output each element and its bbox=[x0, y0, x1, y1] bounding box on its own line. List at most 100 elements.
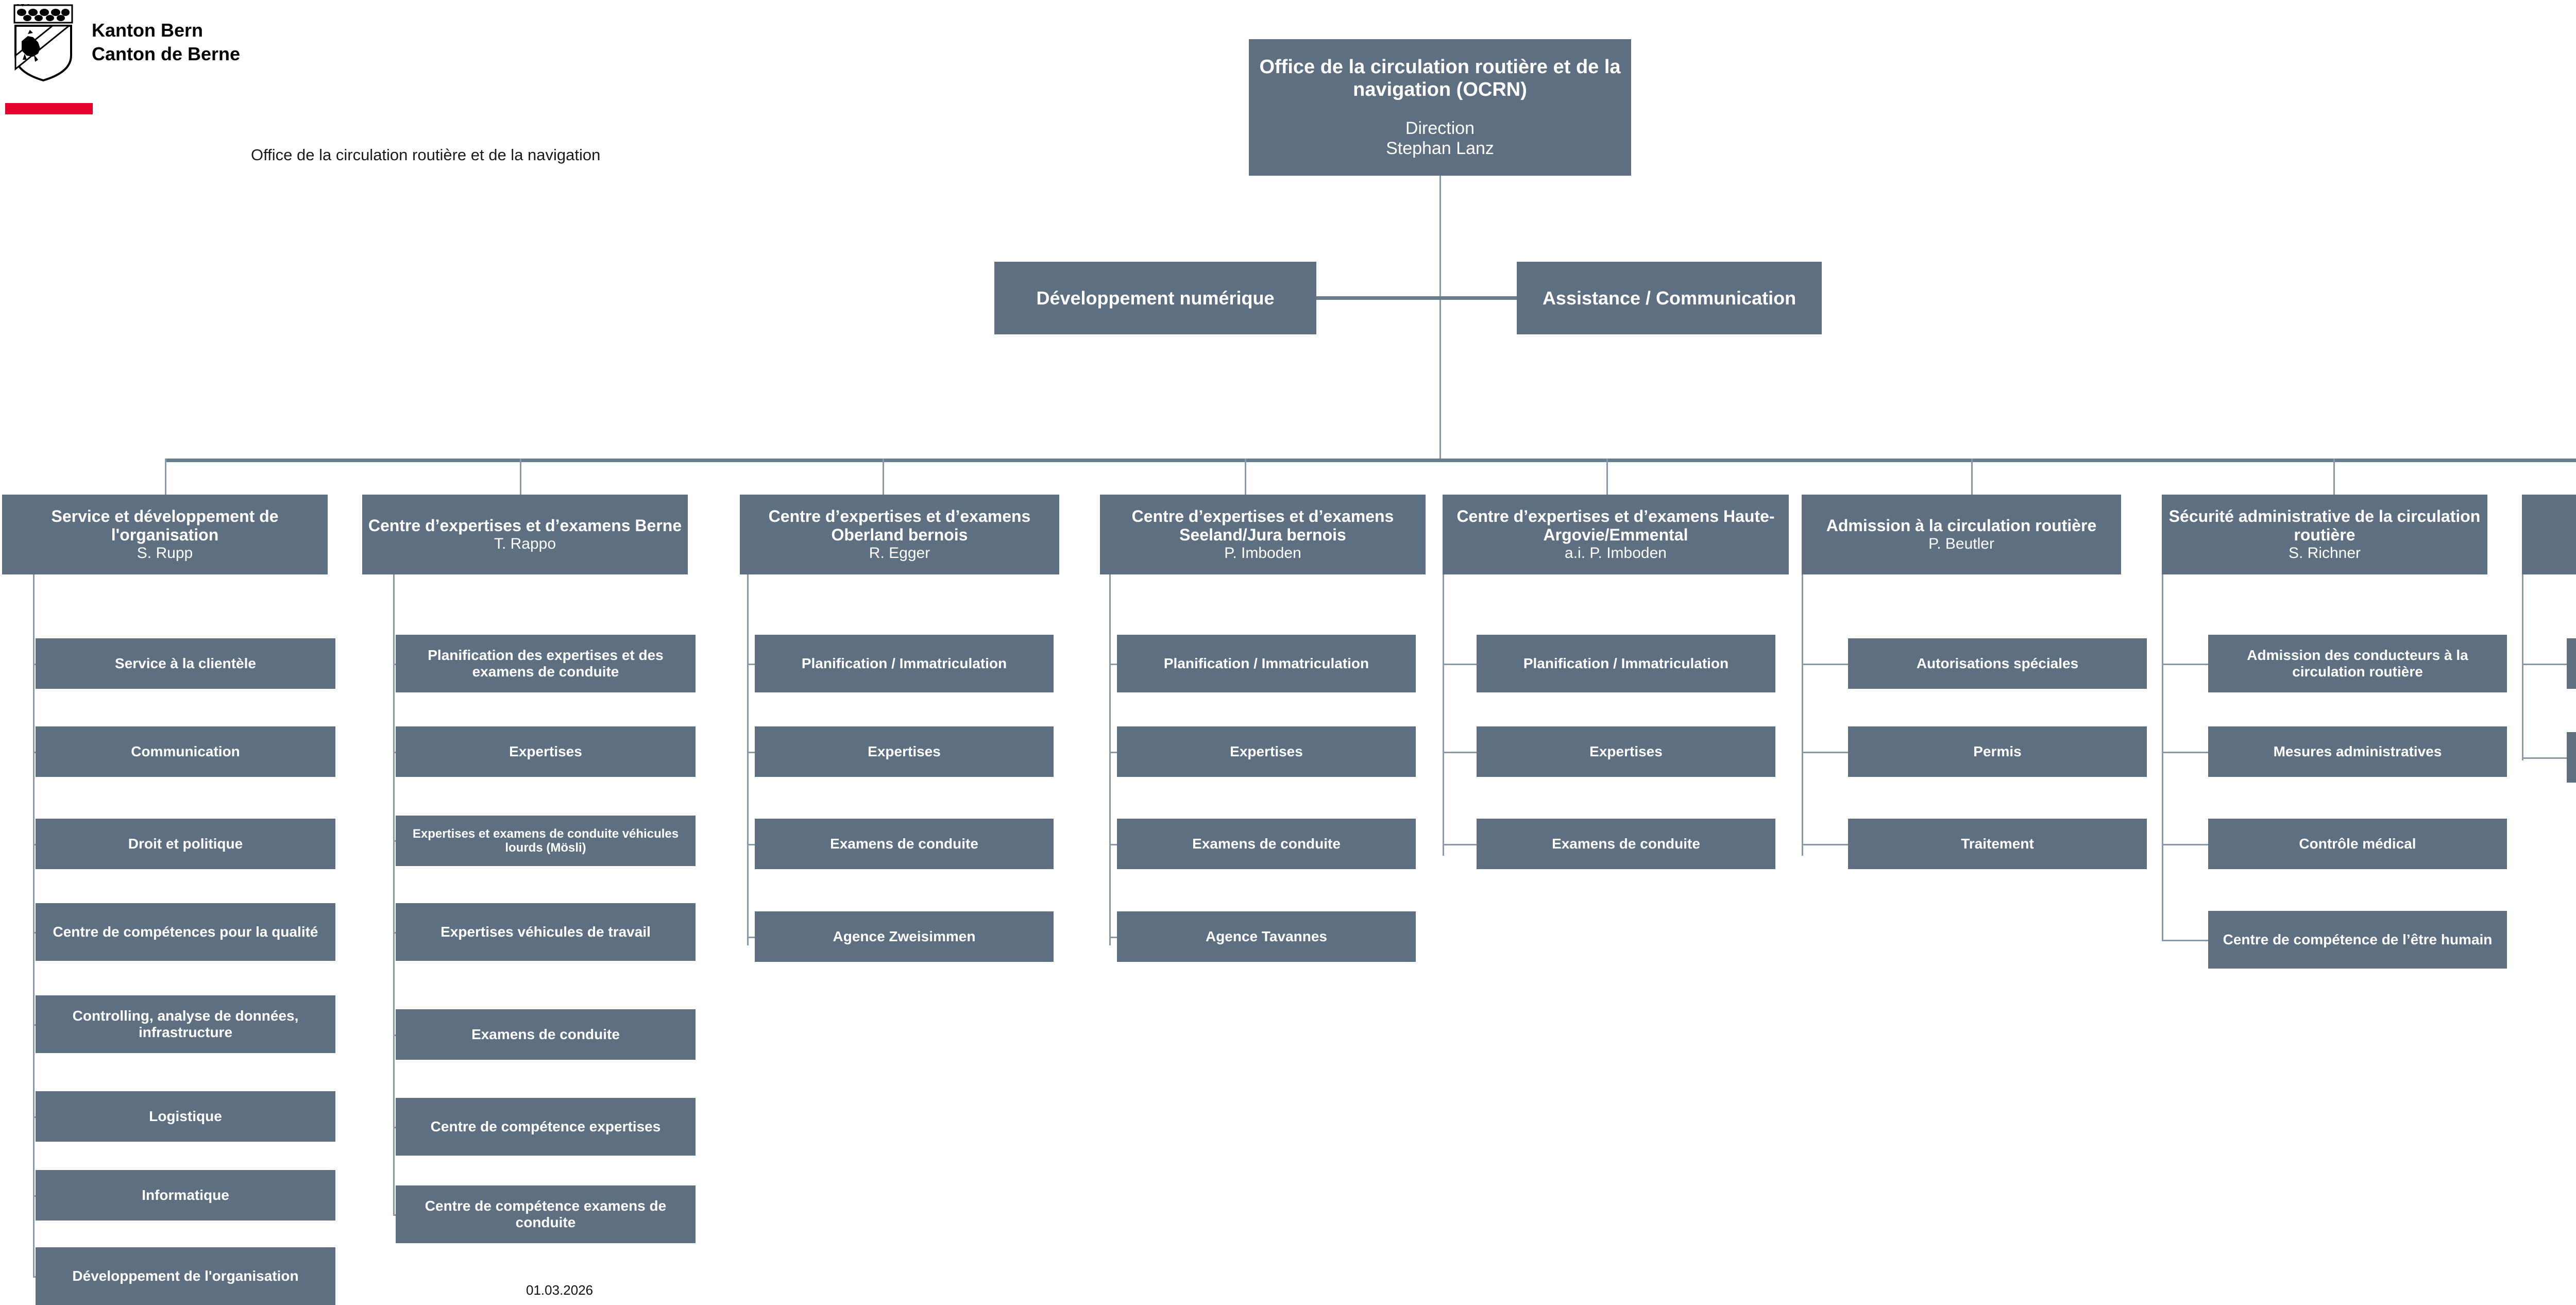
sub-box-4-4[interactable]: Agence Tavannes bbox=[1117, 911, 1416, 962]
sub-box-8-1[interactable]: Administration bbox=[2567, 638, 2576, 689]
sub-box-1-2[interactable]: Communication bbox=[36, 726, 335, 777]
connector-col7-stub-4 bbox=[2162, 940, 2208, 941]
sub-7-2-label: Mesures administratives bbox=[2273, 743, 2442, 760]
sub-box-2-1[interactable]: Planification des expertises et des exam… bbox=[396, 635, 696, 692]
connector-col5-stub-1 bbox=[1443, 664, 1477, 665]
office-subtitle: Office de la circulation routière et de … bbox=[251, 146, 601, 164]
staff-box-assistance-communication[interactable]: Assistance / Communication bbox=[1517, 262, 1822, 334]
dept-7-title: Sécurité administrative de la circulatio… bbox=[2168, 506, 2481, 545]
dept-header-8[interactable]: Navigation M. Kohler bbox=[2522, 495, 2576, 574]
root-title: Office de la circulation routière et de … bbox=[1259, 56, 1621, 100]
dept-header-1[interactable]: Service et développement de l'organisati… bbox=[2, 495, 328, 574]
dept-header-4[interactable]: Centre d’expertises et d’examens Seeland… bbox=[1100, 495, 1426, 574]
dept-1-title: Service et développement de l'organisati… bbox=[51, 506, 279, 545]
connector-col7-drop bbox=[2333, 459, 2335, 495]
sub-1-3-label: Droit et politique bbox=[128, 836, 243, 852]
connector-col6-stub-2 bbox=[1802, 752, 1848, 753]
sub-box-5-2[interactable]: Expertises bbox=[1477, 726, 1775, 777]
root-person: Stephan Lanz bbox=[1386, 138, 1494, 158]
dept-4-person: P. Imboden bbox=[1224, 544, 1301, 562]
sub-box-2-3[interactable]: Expertises et examens de conduite véhicu… bbox=[396, 816, 696, 866]
connector-col2-stub-4 bbox=[393, 932, 396, 934]
sub-1-6-label: Logistique bbox=[149, 1108, 222, 1125]
connector-col4-drop bbox=[1245, 459, 1246, 495]
connector-col5-stub-2 bbox=[1443, 752, 1477, 753]
dept-7-person: S. Richner bbox=[2288, 544, 2361, 562]
sub-box-7-4[interactable]: Centre de compétence de l’être humain bbox=[2208, 911, 2507, 969]
sub-box-2-4[interactable]: Expertises véhicules de travail bbox=[396, 903, 696, 961]
staff-box-digital-development[interactable]: Développement numérique bbox=[994, 262, 1316, 334]
sub-box-7-1[interactable]: Admission des conducteurs à la circulati… bbox=[2208, 635, 2507, 692]
sub-6-1-label: Autorisations spéciales bbox=[1916, 655, 2079, 672]
footer-date: 01.03.2026 bbox=[526, 1282, 594, 1298]
connector-col3-stub-4 bbox=[747, 937, 755, 938]
sub-box-6-1[interactable]: Autorisations spéciales bbox=[1848, 638, 2147, 689]
dept-header-3[interactable]: Centre d’expertises et d’examens Oberlan… bbox=[740, 495, 1059, 574]
sub-5-2-label: Expertises bbox=[1589, 743, 1663, 760]
sub-box-2-6[interactable]: Centre de compétence expertises bbox=[396, 1098, 696, 1156]
sub-box-7-2[interactable]: Mesures administratives bbox=[2208, 726, 2507, 777]
sub-box-3-4[interactable]: Agence Zweisimmen bbox=[755, 911, 1054, 962]
sub-4-1-label: Planification / Immatriculation bbox=[1163, 655, 1369, 672]
connector-col7-spine bbox=[2162, 574, 2163, 941]
sub-box-5-3[interactable]: Examens de conduite bbox=[1477, 819, 1775, 869]
dept-6-person: P. Beutler bbox=[1928, 535, 1994, 552]
dept-header-5[interactable]: Centre d’expertises et d’examens Haute-A… bbox=[1443, 495, 1789, 574]
sub-1-2-label: Communication bbox=[131, 743, 240, 760]
connector-col6-drop bbox=[1971, 459, 1973, 495]
sub-box-4-1[interactable]: Planification / Immatriculation bbox=[1117, 635, 1416, 692]
dept-header-6[interactable]: Admission à la circulation routière P. B… bbox=[1802, 495, 2121, 574]
sub-box-8-2[interactable]: Technique bbox=[2567, 732, 2576, 783]
root-role: Direction bbox=[1405, 118, 1475, 139]
sub-box-3-3[interactable]: Examens de conduite bbox=[755, 819, 1054, 869]
root-org-box[interactable]: Office de la circulation routière et de … bbox=[1249, 39, 1631, 176]
sub-6-2-label: Permis bbox=[1973, 743, 2022, 760]
sub-box-2-2[interactable]: Expertises bbox=[396, 726, 696, 777]
sub-box-2-7[interactable]: Centre de compétence examens de conduite bbox=[396, 1185, 696, 1243]
dept-3-person: R. Egger bbox=[869, 544, 930, 562]
sub-3-3-label: Examens de conduite bbox=[830, 836, 978, 852]
sub-box-1-4[interactable]: Centre de compétences pour la qualité bbox=[36, 903, 335, 961]
sub-1-7-label: Informatique bbox=[142, 1187, 229, 1204]
canton-name-fr: Canton de Berne bbox=[92, 43, 241, 64]
sub-box-4-2[interactable]: Expertises bbox=[1117, 726, 1416, 777]
sub-7-3-label: Contrôle médical bbox=[2299, 836, 2416, 852]
sub-2-5-label: Examens de conduite bbox=[471, 1026, 620, 1043]
connector-col1-stub-3 bbox=[33, 844, 36, 845]
connector-col1-stub-5 bbox=[33, 1024, 36, 1026]
sub-box-1-1[interactable]: Service à la clientèle bbox=[36, 638, 335, 689]
sub-6-3-label: Traitement bbox=[1961, 836, 2034, 852]
staff-right-label: Assistance / Communication bbox=[1542, 287, 1797, 309]
sub-2-6-label: Centre de compétence expertises bbox=[430, 1118, 661, 1135]
connector-root-vertical bbox=[1439, 176, 1441, 460]
dept-4-title: Centre d’expertises et d’examens Seeland… bbox=[1131, 506, 1394, 545]
sub-box-6-3[interactable]: Traitement bbox=[1848, 819, 2147, 869]
connector-col7-stub-2 bbox=[2162, 752, 2208, 753]
dept-header-7[interactable]: Sécurité administrative de la circulatio… bbox=[2162, 495, 2487, 574]
sub-box-3-2[interactable]: Expertises bbox=[755, 726, 1054, 777]
connector-col8-stub-1 bbox=[2522, 664, 2567, 665]
dept-header-2[interactable]: Centre d’expertises et d’examens Berne T… bbox=[362, 495, 688, 574]
sub-box-4-3[interactable]: Examens de conduite bbox=[1117, 819, 1416, 869]
connector-col4-stub-3 bbox=[1109, 844, 1117, 845]
connector-col4-spine bbox=[1109, 574, 1111, 945]
connector-col2-spine bbox=[393, 574, 395, 1216]
sub-box-1-6[interactable]: Logistique bbox=[36, 1091, 335, 1142]
connector-col4-stub-2 bbox=[1109, 752, 1117, 753]
sub-box-1-3[interactable]: Droit et politique bbox=[36, 819, 335, 869]
sub-box-5-1[interactable]: Planification / Immatriculation bbox=[1477, 635, 1775, 692]
sub-box-1-5[interactable]: Controlling, analyse de données, infrast… bbox=[36, 995, 335, 1053]
connector-col1-stub-8 bbox=[33, 1276, 36, 1278]
connector-col5-spine bbox=[1443, 574, 1444, 856]
sub-box-3-1[interactable]: Planification / Immatriculation bbox=[755, 635, 1054, 692]
connector-col3-spine bbox=[747, 574, 749, 945]
sub-4-2-label: Expertises bbox=[1230, 743, 1303, 760]
sub-3-2-label: Expertises bbox=[868, 743, 941, 760]
connector-col1-stub-4 bbox=[33, 932, 36, 934]
sub-box-6-2[interactable]: Permis bbox=[1848, 726, 2147, 777]
sub-box-7-3[interactable]: Contrôle médical bbox=[2208, 819, 2507, 869]
sub-box-1-8[interactable]: Développement de l'organisation bbox=[36, 1247, 335, 1305]
sub-box-1-7[interactable]: Informatique bbox=[36, 1170, 335, 1221]
connector-col1-spine bbox=[33, 574, 35, 1278]
sub-box-2-5[interactable]: Examens de conduite bbox=[396, 1009, 696, 1060]
